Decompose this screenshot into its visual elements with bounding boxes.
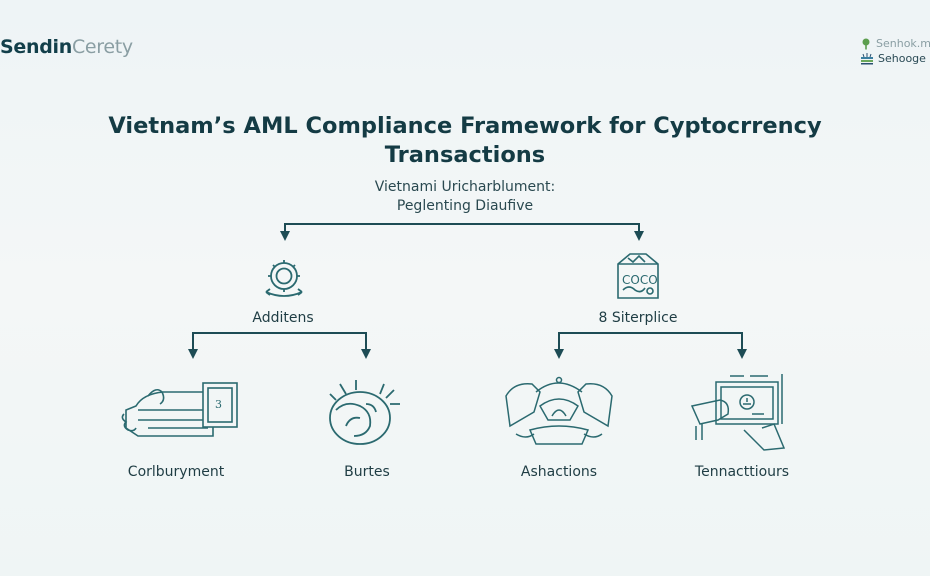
gear-icon [265, 260, 303, 297]
root-node-line-1: Vietnami Uricharblument: [374, 179, 556, 195]
left-branch-connector [192, 332, 367, 356]
node-burtes: Burtes [344, 464, 390, 480]
node-additens: Additens [252, 310, 314, 326]
logo-right-line1: Senhok.m [876, 37, 930, 50]
node-siterplice: 8 Siterplice [598, 310, 678, 326]
monitor-hand-icon [690, 374, 786, 451]
hands-icon [505, 376, 613, 445]
logo-left-light: Cerety [71, 36, 133, 58]
right-branch-connector [558, 332, 743, 356]
globe-burst-icon [329, 380, 400, 445]
tree-icon [862, 38, 870, 49]
root-node-line-2: Peglenting Diaufive [396, 198, 534, 214]
svg-text:COCO: COCO [622, 273, 658, 287]
diagram-title: Vietnam’s AML Compliance Framework for C… [0, 112, 930, 170]
logo-right-line2: Sehooge [878, 52, 926, 65]
node-tennacttiours: Tennacttiours [694, 464, 790, 480]
truck-icon: 3 [121, 382, 238, 437]
root-node: Vietnami Uricharblument: Peglenting Diau… [0, 178, 930, 216]
root-connector [284, 223, 640, 239]
node-ashactions: Ashactions [520, 464, 598, 480]
brand-logo-right: Senhok.m Sehooge [860, 36, 930, 66]
landscape-icon [861, 52, 873, 64]
title-line-2: Transactions [384, 142, 546, 168]
node-corlburyment: Corlburyment [127, 464, 225, 480]
document-box-icon: COCO [617, 253, 659, 299]
svg-text:3: 3 [215, 398, 222, 411]
brand-logo-left: SendinCerety [0, 36, 133, 58]
logo-left-bold: Sendin [0, 36, 72, 58]
title-line-1: Vietnam’s AML Compliance Framework for C… [108, 113, 822, 139]
